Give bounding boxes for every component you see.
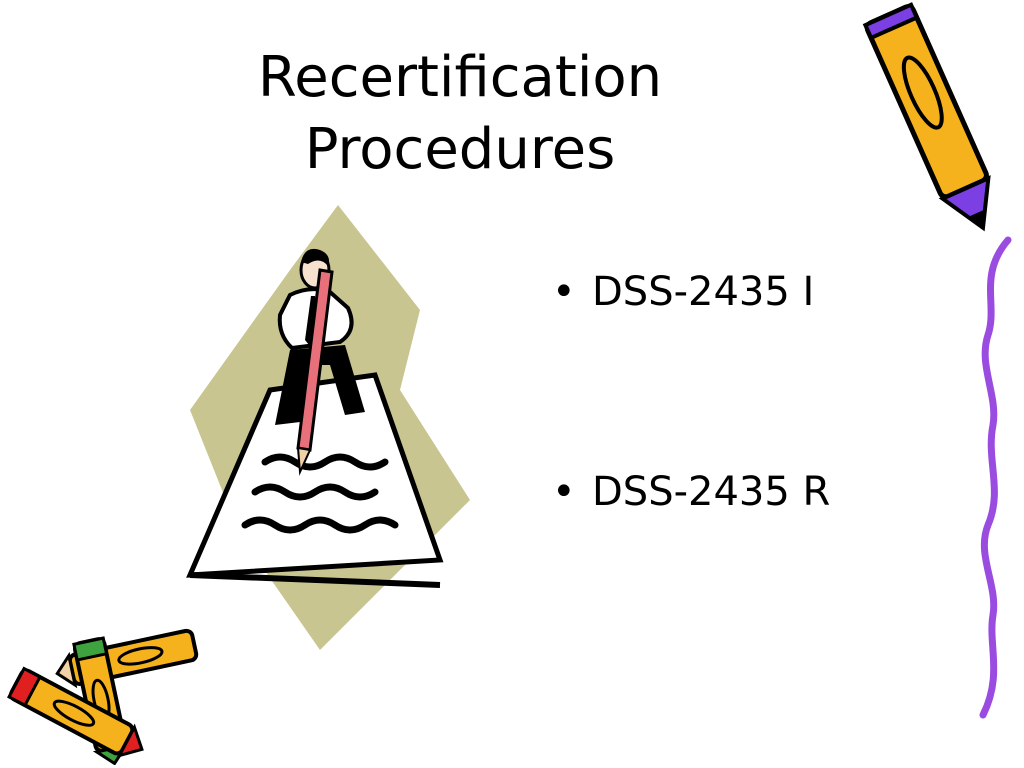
title-line-2: Procedures <box>304 117 616 182</box>
bullet-list: • DSS-2435 I • DSS-2435 R <box>552 262 830 662</box>
pink-pencil-tip <box>296 446 312 476</box>
scribble-line <box>251 483 379 501</box>
wavy-border <box>979 236 1012 719</box>
writer-clipart <box>186 205 470 650</box>
slide-title: Recertification Procedures <box>180 42 740 186</box>
person-legs <box>275 345 365 425</box>
pencil-icon <box>862 2 991 232</box>
bullet-marker: • <box>552 469 576 515</box>
bullet-text: DSS-2435 R <box>592 469 831 515</box>
paper-shadow <box>189 572 441 588</box>
bullet-text: DSS-2435 I <box>592 269 815 315</box>
crayons-icon <box>7 628 199 765</box>
bullet-item: • DSS-2435 I <box>552 262 830 322</box>
title-line-1: Recertification <box>257 45 663 110</box>
scribble-line <box>261 453 389 471</box>
scribble-line <box>241 516 399 534</box>
person-hair <box>301 248 329 266</box>
bullet-item: • DSS-2435 R <box>552 462 830 522</box>
bullet-marker: • <box>552 269 576 315</box>
